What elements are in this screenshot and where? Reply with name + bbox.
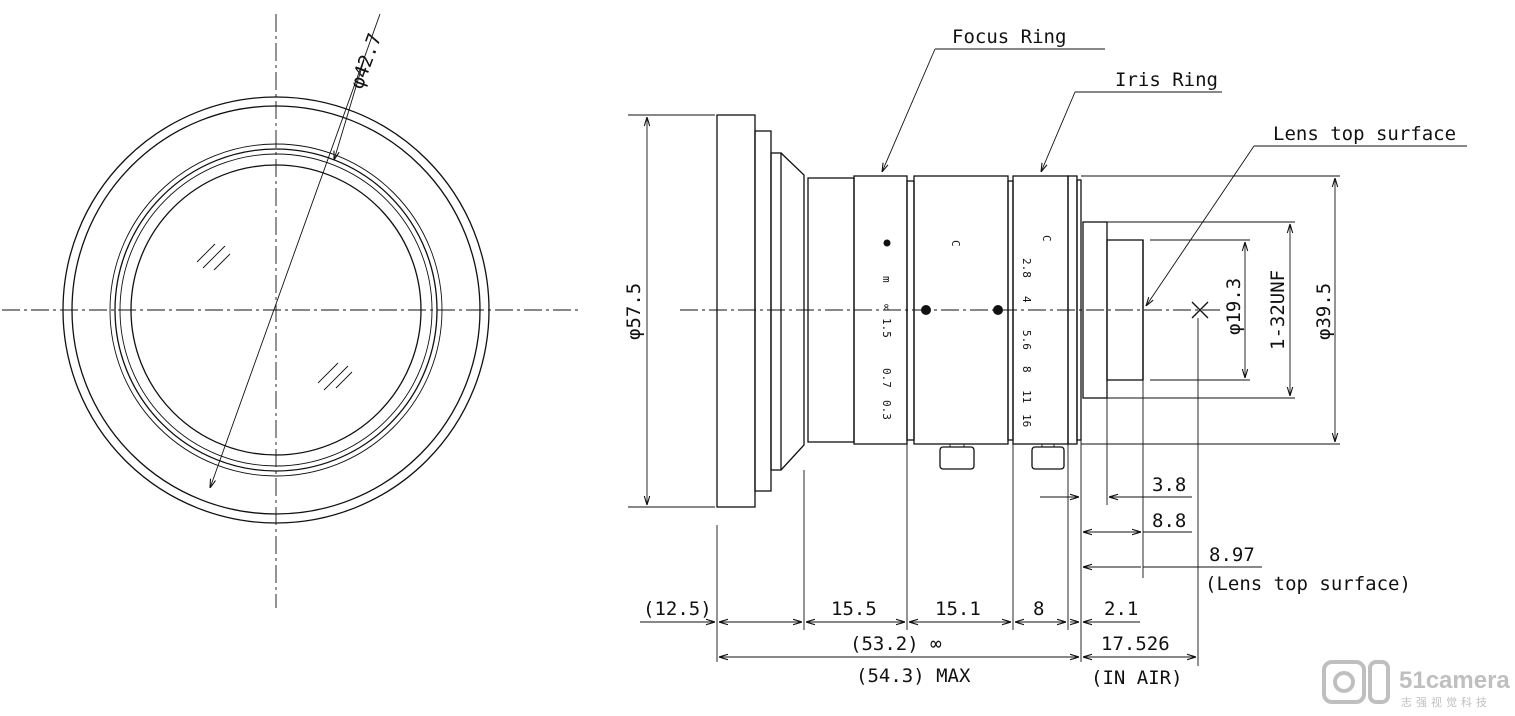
iris-scale-mark: 8 [1020,366,1033,373]
dim-8-label: 8 [1033,598,1044,620]
focus-lock-screw [939,446,975,470]
front-ring-outer [716,114,756,508]
focus-scale-mark: 1.5 [880,318,893,338]
front-view: φ42.7 [2,13,578,608]
watermark-brand: 51camera [1399,667,1510,694]
lens-top-surface-callout: Lens top surface [1146,123,1467,306]
dim-thread: 1-32UNF [1267,224,1290,396]
bottom-dims-row-1: (12.5) 15.5 15.1 8 2.1 [640,598,1140,622]
iris-scale-mark: 5.6 [1020,330,1033,350]
focal-point-marker [1191,301,1209,319]
focus-ring-callout: Focus Ring [882,26,1105,172]
dim-54-3-label: (54.3) MAX [856,665,971,687]
bezel-circle [114,148,438,472]
front-diameter-label: φ42.7 [346,30,386,91]
rear-ring-2 [1076,179,1082,441]
glass-circle [130,164,422,456]
dim-53-2-label: (53.2) ∞ [850,633,942,655]
front-taper [780,152,805,471]
iris-ring-label: Iris Ring [1115,69,1218,91]
iris-index-dot [993,305,1003,315]
iris-lock-screw [1031,446,1065,470]
dim-15-1-label: 15.1 [935,598,981,620]
barrel-gap-2 [1007,180,1014,441]
dim-thread-label: 1-32UNF [1267,270,1289,350]
focus-scale-mark: 0.3 [880,400,893,420]
dim-39-5-label: φ39.5 [1313,283,1335,340]
front-ring-inner [770,152,782,471]
barrel-gap [906,180,915,441]
watermark: 51camera 志强视觉科技 [1322,660,1510,709]
dim-8-97-label: 8.97 [1209,544,1255,566]
extension-lines [716,318,1199,666]
focus-scale-unit: m [880,276,893,283]
iris-ring-callout: Iris Ring [1041,69,1222,172]
in-air-label: (IN AIR) [1091,667,1183,689]
iris-scale-mark: 16 [1020,414,1033,427]
dim-8-97: 8.97 (Lens top surface) [1083,544,1411,595]
dim-17-526-label: 17.526 [1101,633,1170,655]
dim-8-8-label: 8.8 [1152,510,1186,532]
glass-reflection-marks [196,243,353,391]
ring-mark-c: C [949,240,962,247]
focus-scale-mark: ∞ [880,304,893,311]
dim-3-8: 3.8 [1040,474,1192,497]
dim-19-3: φ19.3 [1223,242,1245,378]
bottom-dims-row-2: (53.2) ∞ 17.526 (54.3) MAX (IN AIR) [719,633,1196,689]
iris-scale-top: C [1040,235,1053,242]
dim-8-8: 8.8 [1083,510,1192,532]
iris-scale-mark: 2.8 [1020,258,1033,278]
dim-57-5: φ57.5 [623,114,715,508]
focus-ring-label: Focus Ring [952,26,1066,48]
lens-top-surface-label: Lens top surface [1273,123,1456,145]
focus-index-dot [921,305,931,315]
dim-3-8-label: 3.8 [1152,474,1186,496]
focus-scale-mark: 0.7 [880,368,893,388]
dim-57-5-label: φ57.5 [623,283,645,340]
front-diameter-line [210,13,381,488]
dim-39-5: φ39.5 [1313,178,1335,442]
dim-2-1-label: 2.1 [1104,598,1138,620]
watermark-logo-icon [1322,660,1390,704]
outer-ring-circle [62,96,490,524]
outer-ring-inner-circle [71,105,481,515]
side-view: C m ∞ 3 1.5 0.7 0.3 C 2.8 4 5.6 8 11 16 … [623,26,1467,689]
iris-scale-mark: 4 [1020,296,1033,303]
iris-scale-mark: 11 [1020,390,1033,403]
bezel-inner-circle [119,153,433,467]
front-ring-step [754,130,772,492]
barrel-circle [109,143,443,477]
focus-index-dot-top [883,239,891,247]
watermark-subtitle: 志强视觉科技 [1401,695,1491,709]
dim-8-97-note: (Lens top surface) [1205,573,1411,595]
dim-19-3-label: φ19.3 [1223,278,1245,335]
dim-12-5-label: (12.5) [643,598,712,620]
dim-15-5-label: 15.5 [831,598,877,620]
